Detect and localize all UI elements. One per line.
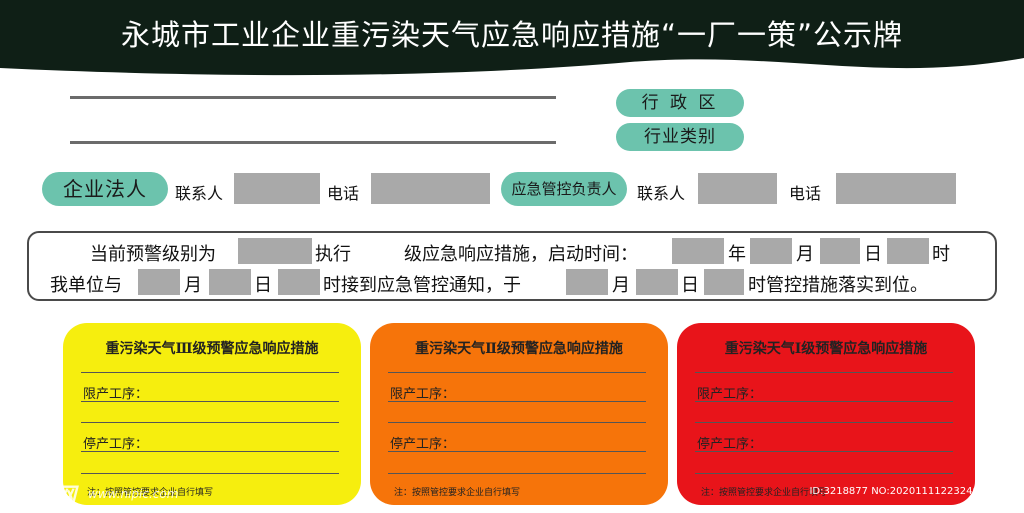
level-2-stop-label: 停产工序：: [390, 437, 456, 452]
level-1-card: 重污染天气Ⅰ级预警应急响应措施 限产工序： 停产工序： 注：按照管控要求企业自行…: [677, 323, 975, 505]
notify-month-label: 月: [184, 275, 202, 296]
notify-day-label: 日: [254, 275, 272, 296]
start-month-field[interactable]: [750, 238, 792, 264]
level-2-note: 注：按照管控要求企业自行填写: [394, 488, 521, 498]
watermark-url: www.nipic.com: [88, 487, 179, 501]
done-month-field[interactable]: [566, 269, 608, 295]
level-3-card-title: 重污染天气Ⅲ级预警应急响应措施: [105, 341, 319, 357]
card-line: [81, 422, 339, 423]
address-blank-line: [70, 141, 556, 144]
level-2-limit-label: 限产工序：: [390, 387, 456, 402]
card-line: [388, 473, 646, 474]
emergency-contact-field[interactable]: [698, 173, 777, 204]
emergency-contact-label: 联系人: [637, 184, 686, 203]
start-day-field[interactable]: [820, 238, 860, 264]
legal-contact-label: 联系人: [175, 184, 224, 203]
page-title: 永城市工业企业重污染天气应急响应措施“一厂一策”公示牌: [120, 18, 904, 52]
done-day-label: 日: [681, 275, 699, 296]
done-month-label: 月: [612, 275, 630, 296]
notify-month-field[interactable]: [138, 269, 180, 295]
card-line: [81, 401, 339, 402]
card-line: [695, 372, 953, 373]
done-day-field[interactable]: [636, 269, 678, 295]
notice-line-2: 我单位与 月 日 时接到应急管控通知，于 月 日 时管控措施落实到位。: [0, 271, 1024, 296]
card-line: [388, 451, 646, 452]
emergency-manager-pill: 应急管控负责人: [501, 172, 627, 206]
month-label: 月: [796, 244, 814, 265]
level-1-limit-label: 限产工序：: [697, 387, 763, 402]
card-line: [695, 451, 953, 452]
title-banner: [0, 0, 1024, 76]
level-3-limit-label: 限产工序：: [83, 387, 149, 402]
card-line: [695, 401, 953, 402]
notify-hour-field[interactable]: [278, 269, 320, 295]
level-3-card: 重污染天气Ⅲ级预警应急响应措施 限产工序： 停产工序： 注：按照管控要求企业自行…: [63, 323, 361, 505]
legal-person-pill: 企业法人: [42, 172, 168, 206]
notice-line1-part-c: 级应急响应措施，启动时间：: [404, 244, 638, 265]
notice-line-1: 当前预警级别为 执行 级应急响应措施，启动时间： 年 月 日 时: [0, 240, 1024, 265]
level-1-note: 注：按照管控要求企业自行填写: [701, 488, 828, 498]
level-2-card-title: 重污染天气Ⅱ级预警应急响应措施: [415, 341, 623, 357]
legal-contact-field[interactable]: [234, 173, 320, 204]
level-2-card: 重污染天气Ⅱ级预警应急响应措施 限产工序： 停产工序： 注：按照管控要求企业自行…: [370, 323, 668, 505]
name-blank-line: [70, 96, 556, 99]
level-3-note: 注：按照管控要求企业自行填写: [87, 488, 214, 498]
day-label: 日: [864, 244, 882, 265]
notice-line2-part-c: 时管控措施落实到位。: [748, 275, 928, 296]
industry-pill: 行业类别: [616, 123, 744, 151]
card-line: [695, 473, 953, 474]
notice-line2-part-a: 我单位与: [50, 275, 122, 296]
level-1-card-title: 重污染天气Ⅰ级预警应急响应措施: [724, 341, 928, 357]
hour-label: 时: [932, 244, 950, 265]
emergency-phone-label: 电话: [789, 184, 822, 203]
legal-phone-field[interactable]: [371, 173, 490, 204]
legal-phone-label: 电话: [327, 184, 360, 203]
level-3-stop-label: 停产工序：: [83, 437, 149, 452]
card-line: [81, 372, 339, 373]
warning-level-field[interactable]: [238, 238, 312, 264]
watermark-id: ID:3218877 NO:20201111223240066513: [809, 486, 1017, 497]
done-hour-field[interactable]: [704, 269, 744, 295]
card-line: [695, 422, 953, 423]
watermark-logo: 昵享网: [10, 484, 77, 509]
card-line: [81, 451, 339, 452]
emergency-phone-field[interactable]: [836, 173, 956, 204]
card-line: [81, 473, 339, 474]
notice-line2-part-b: 时接到应急管控通知，于: [323, 275, 521, 296]
level-1-stop-label: 停产工序：: [697, 437, 763, 452]
notice-box: [27, 231, 997, 301]
notify-day-field[interactable]: [209, 269, 251, 295]
start-year-field[interactable]: [672, 238, 724, 264]
region-pill: 行 政 区: [616, 89, 744, 117]
start-hour-field[interactable]: [887, 238, 929, 264]
card-line: [388, 372, 646, 373]
notice-line1-part-b: 执行: [315, 244, 351, 265]
year-label: 年: [728, 244, 746, 265]
card-line: [388, 401, 646, 402]
card-line: [388, 422, 646, 423]
notice-line1-part-a: 当前预警级别为: [90, 244, 216, 265]
